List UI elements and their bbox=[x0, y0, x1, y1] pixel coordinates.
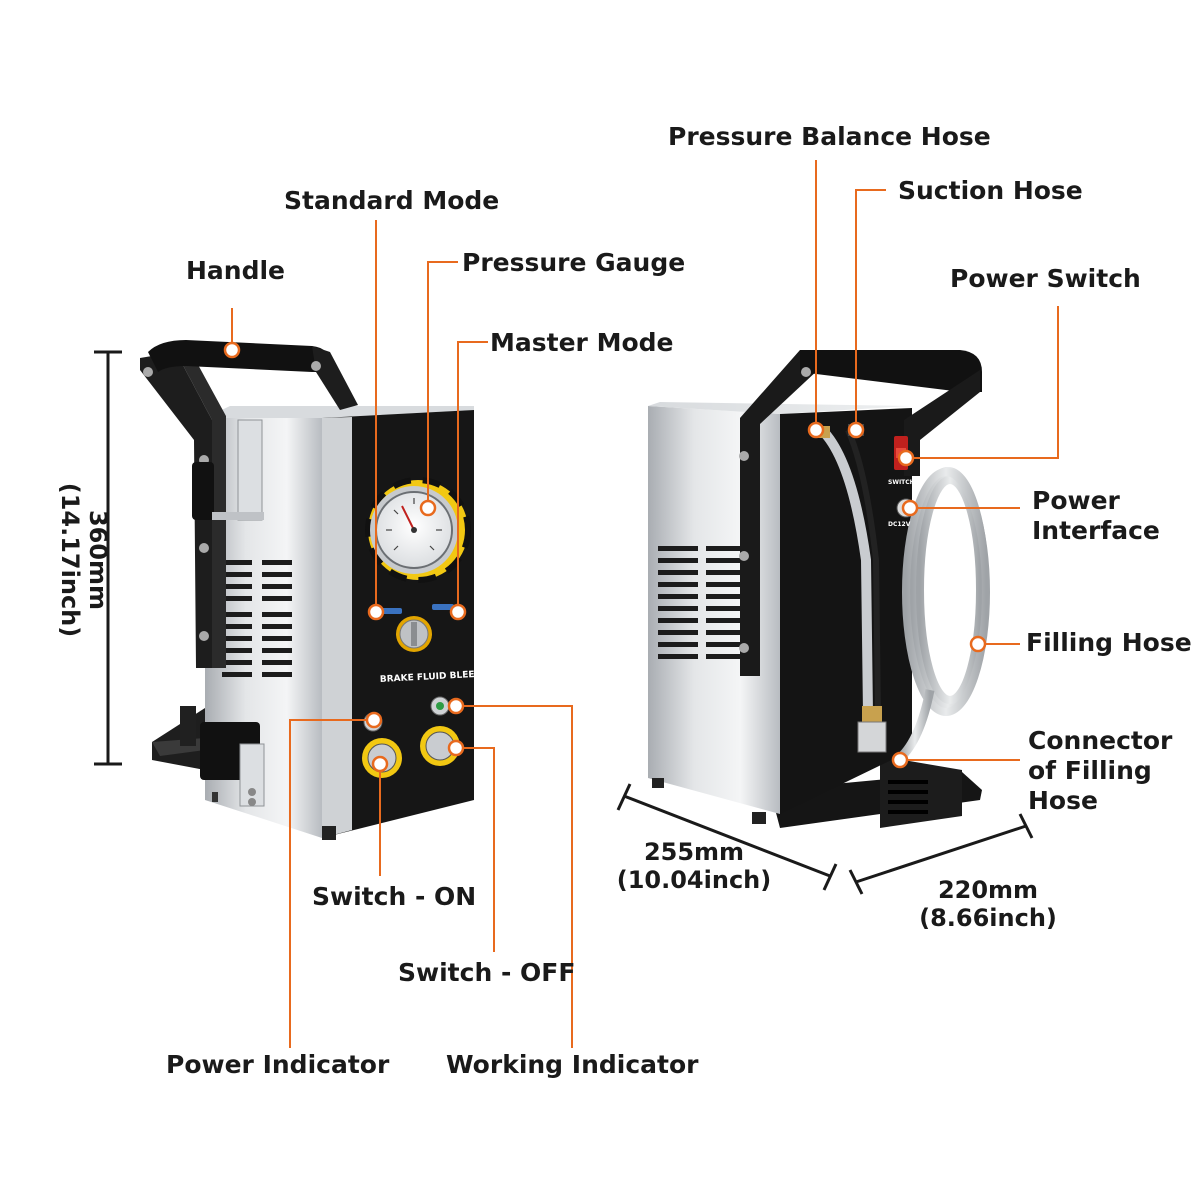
label-pressure-gauge: Pressure Gauge bbox=[462, 248, 686, 277]
label-switch-off: Switch - OFF bbox=[398, 958, 576, 987]
label-standard-mode: Standard Mode bbox=[284, 186, 500, 215]
back-unit: SWITCH DC12V bbox=[648, 350, 990, 828]
back-power-text: DC12V bbox=[888, 521, 911, 528]
label-working-indicator: Working Indicator bbox=[446, 1050, 699, 1079]
label-pressure-balance-hose: Pressure Balance Hose bbox=[668, 122, 991, 151]
label-filling-hose: Filling Hose bbox=[1026, 628, 1192, 657]
label-suction-hose: Suction Hose bbox=[898, 176, 1083, 205]
label-master-mode: Master Mode bbox=[490, 328, 674, 357]
back-switch-text: SWITCH bbox=[888, 479, 915, 486]
dimension-width: 220mm (8.66inch) bbox=[919, 876, 1057, 932]
dimension-height: 360mm (14.17inch) bbox=[56, 482, 112, 638]
label-connector-filling-hose: Connector of Filling Hose bbox=[1028, 726, 1173, 815]
dimension-length: 255mm (10.04inch) bbox=[616, 838, 772, 894]
label-handle: Handle bbox=[186, 256, 286, 285]
front-unit: BRAKE FLUID BLEEDER bbox=[140, 340, 495, 840]
pressure-gauge-illustration bbox=[365, 477, 471, 583]
label-switch-on: Switch - ON bbox=[312, 882, 477, 911]
label-power-indicator: Power Indicator bbox=[166, 1050, 390, 1079]
callout-lines bbox=[231, 160, 1059, 1048]
label-power-interface: Power Interface bbox=[1032, 486, 1160, 545]
dimension-lines bbox=[94, 350, 1034, 895]
callout-dots bbox=[223, 341, 987, 773]
label-power-switch: Power Switch bbox=[950, 264, 1141, 293]
